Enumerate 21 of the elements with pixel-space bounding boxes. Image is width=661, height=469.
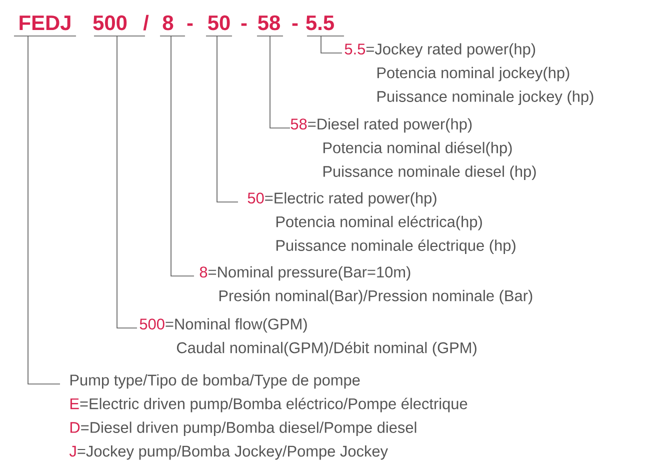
description-text: 50=Electric rated power(hp) Potencia nominal eléctrica(hp) Puissance nominale électrique (hp) — [248, 192, 516, 254]
description-text: 500=Nominal flow(GPM) Caudal nominal(GPM)/Débit nominal (GPM) — [140, 318, 476, 356]
leader-line — [216, 36, 238, 202]
description-text: Pump type/Tipo de bomba/Type de pompe E=Electric driven pump/Bomba eléctrico/Pompe électrique D=Diesel driven pump/Bomba diesel/Pompe diesel J=Jockey pump/Bomba Jockey/Pompe Jockey — [69, 374, 468, 460]
leader-line — [116, 36, 138, 328]
leader-line — [28, 36, 60, 384]
code-segment: 50 — [206, 15, 232, 36]
description-text: 8=Nominal pressure(Bar=10m) Presión nominal(Bar)/Pression nominale (Bar) — [200, 266, 532, 304]
separator: / — [143, 14, 149, 30]
description-text: 5.5=Jockey rated power(hp) Potencia nominal jockey(hp) Puissance nominale jockey (hp) — [344, 43, 594, 105]
code-segment: 8 — [160, 15, 186, 36]
code-segment: 5.5 — [306, 16, 344, 36]
leader-line — [270, 36, 290, 128]
code-segment: 58 — [256, 15, 284, 36]
code-segment: FEDJ — [14, 16, 76, 36]
leader-line — [320, 36, 342, 54]
separator: - — [292, 23, 298, 26]
separator: - — [187, 23, 193, 26]
separator: - — [241, 23, 247, 26]
leader-line — [170, 36, 194, 276]
description-text: 58=Diesel rated power(hp) Potencia nominal diésel(hp) Puissance nominale diesel (hp) — [290, 118, 536, 180]
